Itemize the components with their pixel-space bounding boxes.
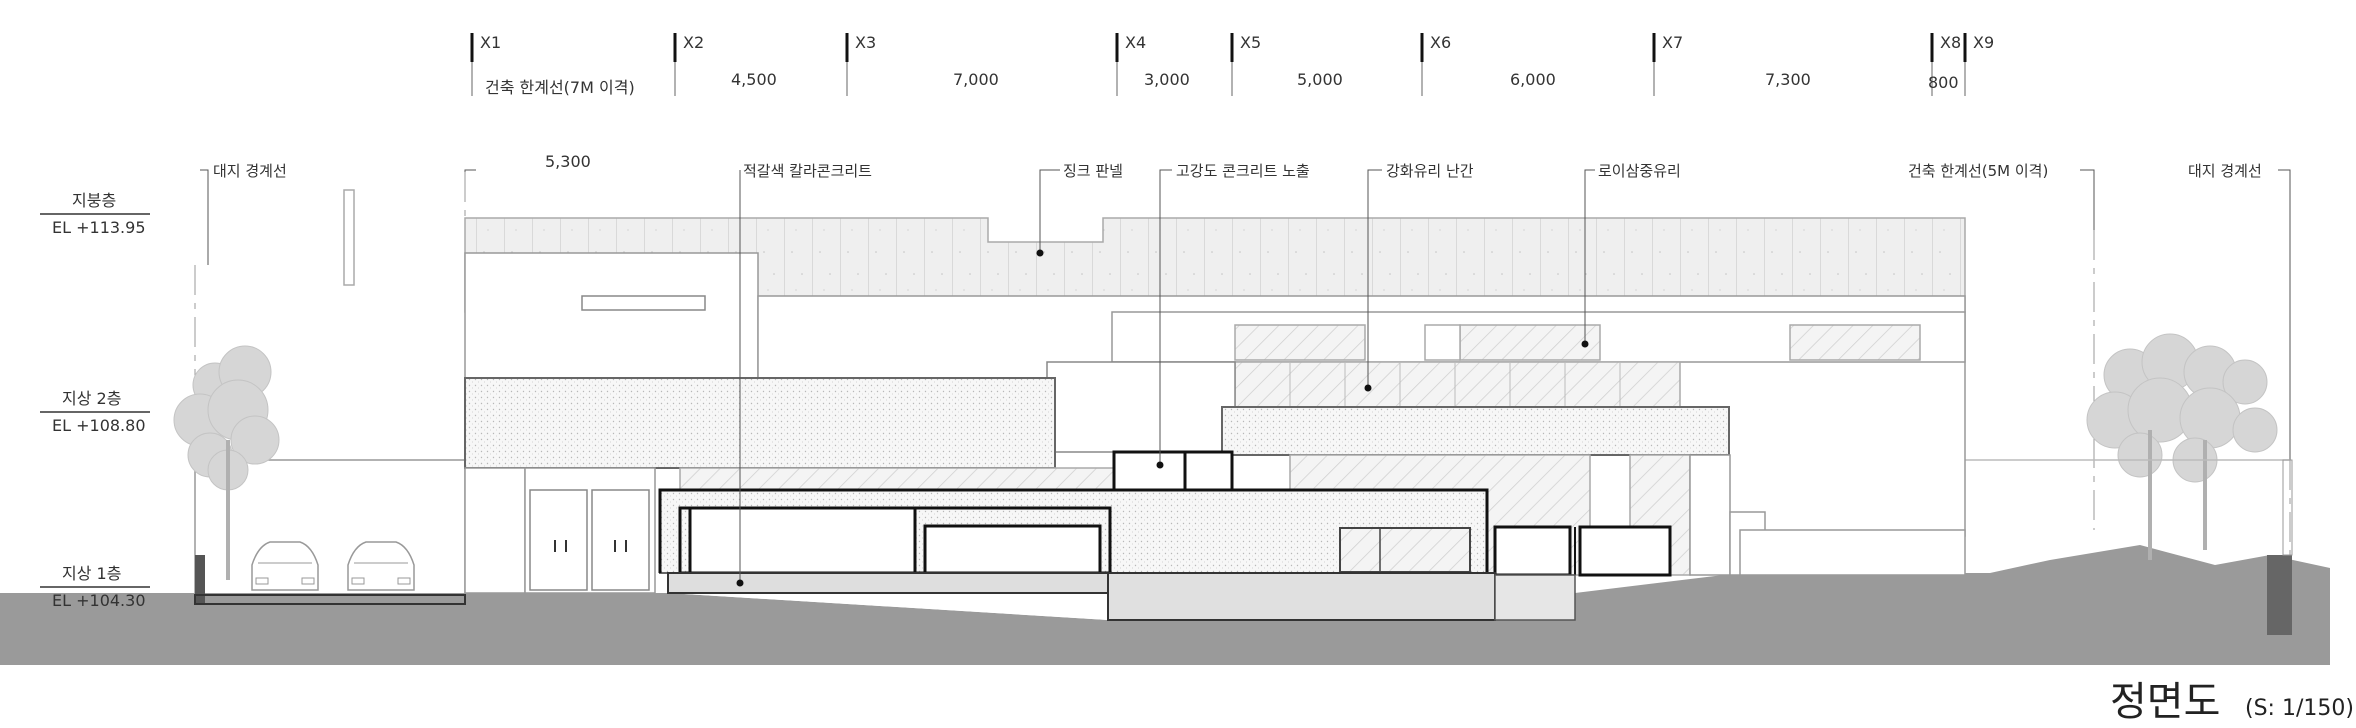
tree-left <box>173 345 280 580</box>
dimension-setback: 5,300 <box>545 152 591 171</box>
site-boundary-left-label: 대지 경계선 <box>213 162 287 180</box>
right-site-wall <box>1965 459 2293 635</box>
car-left <box>251 541 319 591</box>
low-e-glass-window-1 <box>1234 324 1366 361</box>
dimension-texts: 건축 한계선(7M 이격) 4,500 7,000 3,000 5,000 6,… <box>485 70 1959 171</box>
dimension-x1-x2: 4,500 <box>731 70 777 89</box>
level-1f-name: 지상 1층 <box>62 564 121 583</box>
grid-label-x2: X2 <box>683 33 704 52</box>
annotation-texts: 대지 경계선 대지 경계선 적갈색 칼라콘크리트 징크 판넬 고강도 콘크리트 … <box>213 162 2262 180</box>
dimension-x2-x3: 7,000 <box>953 70 999 89</box>
grid-line-marks: X1 X2 X3 X4 X5 X6 X7 X8 X9 <box>470 33 1994 96</box>
grid-label-x9: X9 <box>1973 33 1994 52</box>
building-line-right-label: 건축 한계선(5M 이격) <box>1908 162 2048 180</box>
grid-label-x5: X5 <box>1240 33 1261 52</box>
low-e-glass-window-2 <box>1459 324 1601 361</box>
glass-railing-label: 강화유리 난간 <box>1386 162 1474 180</box>
site-boundary-right-label: 대지 경계선 <box>2188 162 2262 180</box>
drawing-title-main: 정면도 <box>2110 679 2220 725</box>
glass-railing <box>1234 361 1681 408</box>
building-line-left-label: 건축 한계선(7M 이격) <box>485 78 635 97</box>
level-2f-el: EL +108.80 <box>52 416 146 435</box>
level-roof-name: 지붕층 <box>72 191 116 210</box>
red-brown-concrete-volume <box>464 377 1056 469</box>
dimension-x4-x5: 5,000 <box>1297 70 1343 89</box>
low-e-glass-label: 로이삼중유리 <box>1598 162 1681 180</box>
zinc-panel-label: 징크 판넬 <box>1063 162 1123 180</box>
car-right <box>347 541 415 591</box>
grid-label-x8: X8 <box>1940 33 1961 52</box>
level-1f-el: EL +104.30 <box>52 591 146 610</box>
annotation-leaders <box>736 169 1595 587</box>
level-roof-el: EL +113.95 <box>52 218 146 237</box>
dimension-x8-x9: 800 <box>1928 73 1959 92</box>
grid-label-x4: X4 <box>1125 33 1146 52</box>
building <box>464 217 1966 621</box>
low-e-glass-window-3 <box>1789 324 1921 361</box>
grid-label-x7: X7 <box>1662 33 1683 52</box>
dimension-x3-x4: 3,000 <box>1144 70 1190 89</box>
level-markers: 지붕층 EL +113.95 지상 2층 EL +108.80 지상 1층 EL… <box>40 191 150 610</box>
drawing-title: 정면도 (S: 1/150) <box>2110 679 2354 725</box>
dimension-x5-x6: 6,000 <box>1510 70 1556 89</box>
drawing-scale: (S: 1/150) <box>2245 696 2354 721</box>
right-concrete-volume <box>1221 406 1730 456</box>
grid-label-x3: X3 <box>855 33 876 52</box>
grid-label-x6: X6 <box>1430 33 1451 52</box>
red-brown-concrete-label: 적갈색 칼라콘크리트 <box>743 162 872 180</box>
exposed-concrete-label: 고강도 콘크리트 노출 <box>1176 162 1310 180</box>
tree-right <box>2086 333 2278 560</box>
level-2f-name: 지상 2층 <box>62 389 121 408</box>
grid-label-x1: X1 <box>480 33 501 52</box>
dimension-x6-x7: 7,300 <box>1765 70 1811 89</box>
